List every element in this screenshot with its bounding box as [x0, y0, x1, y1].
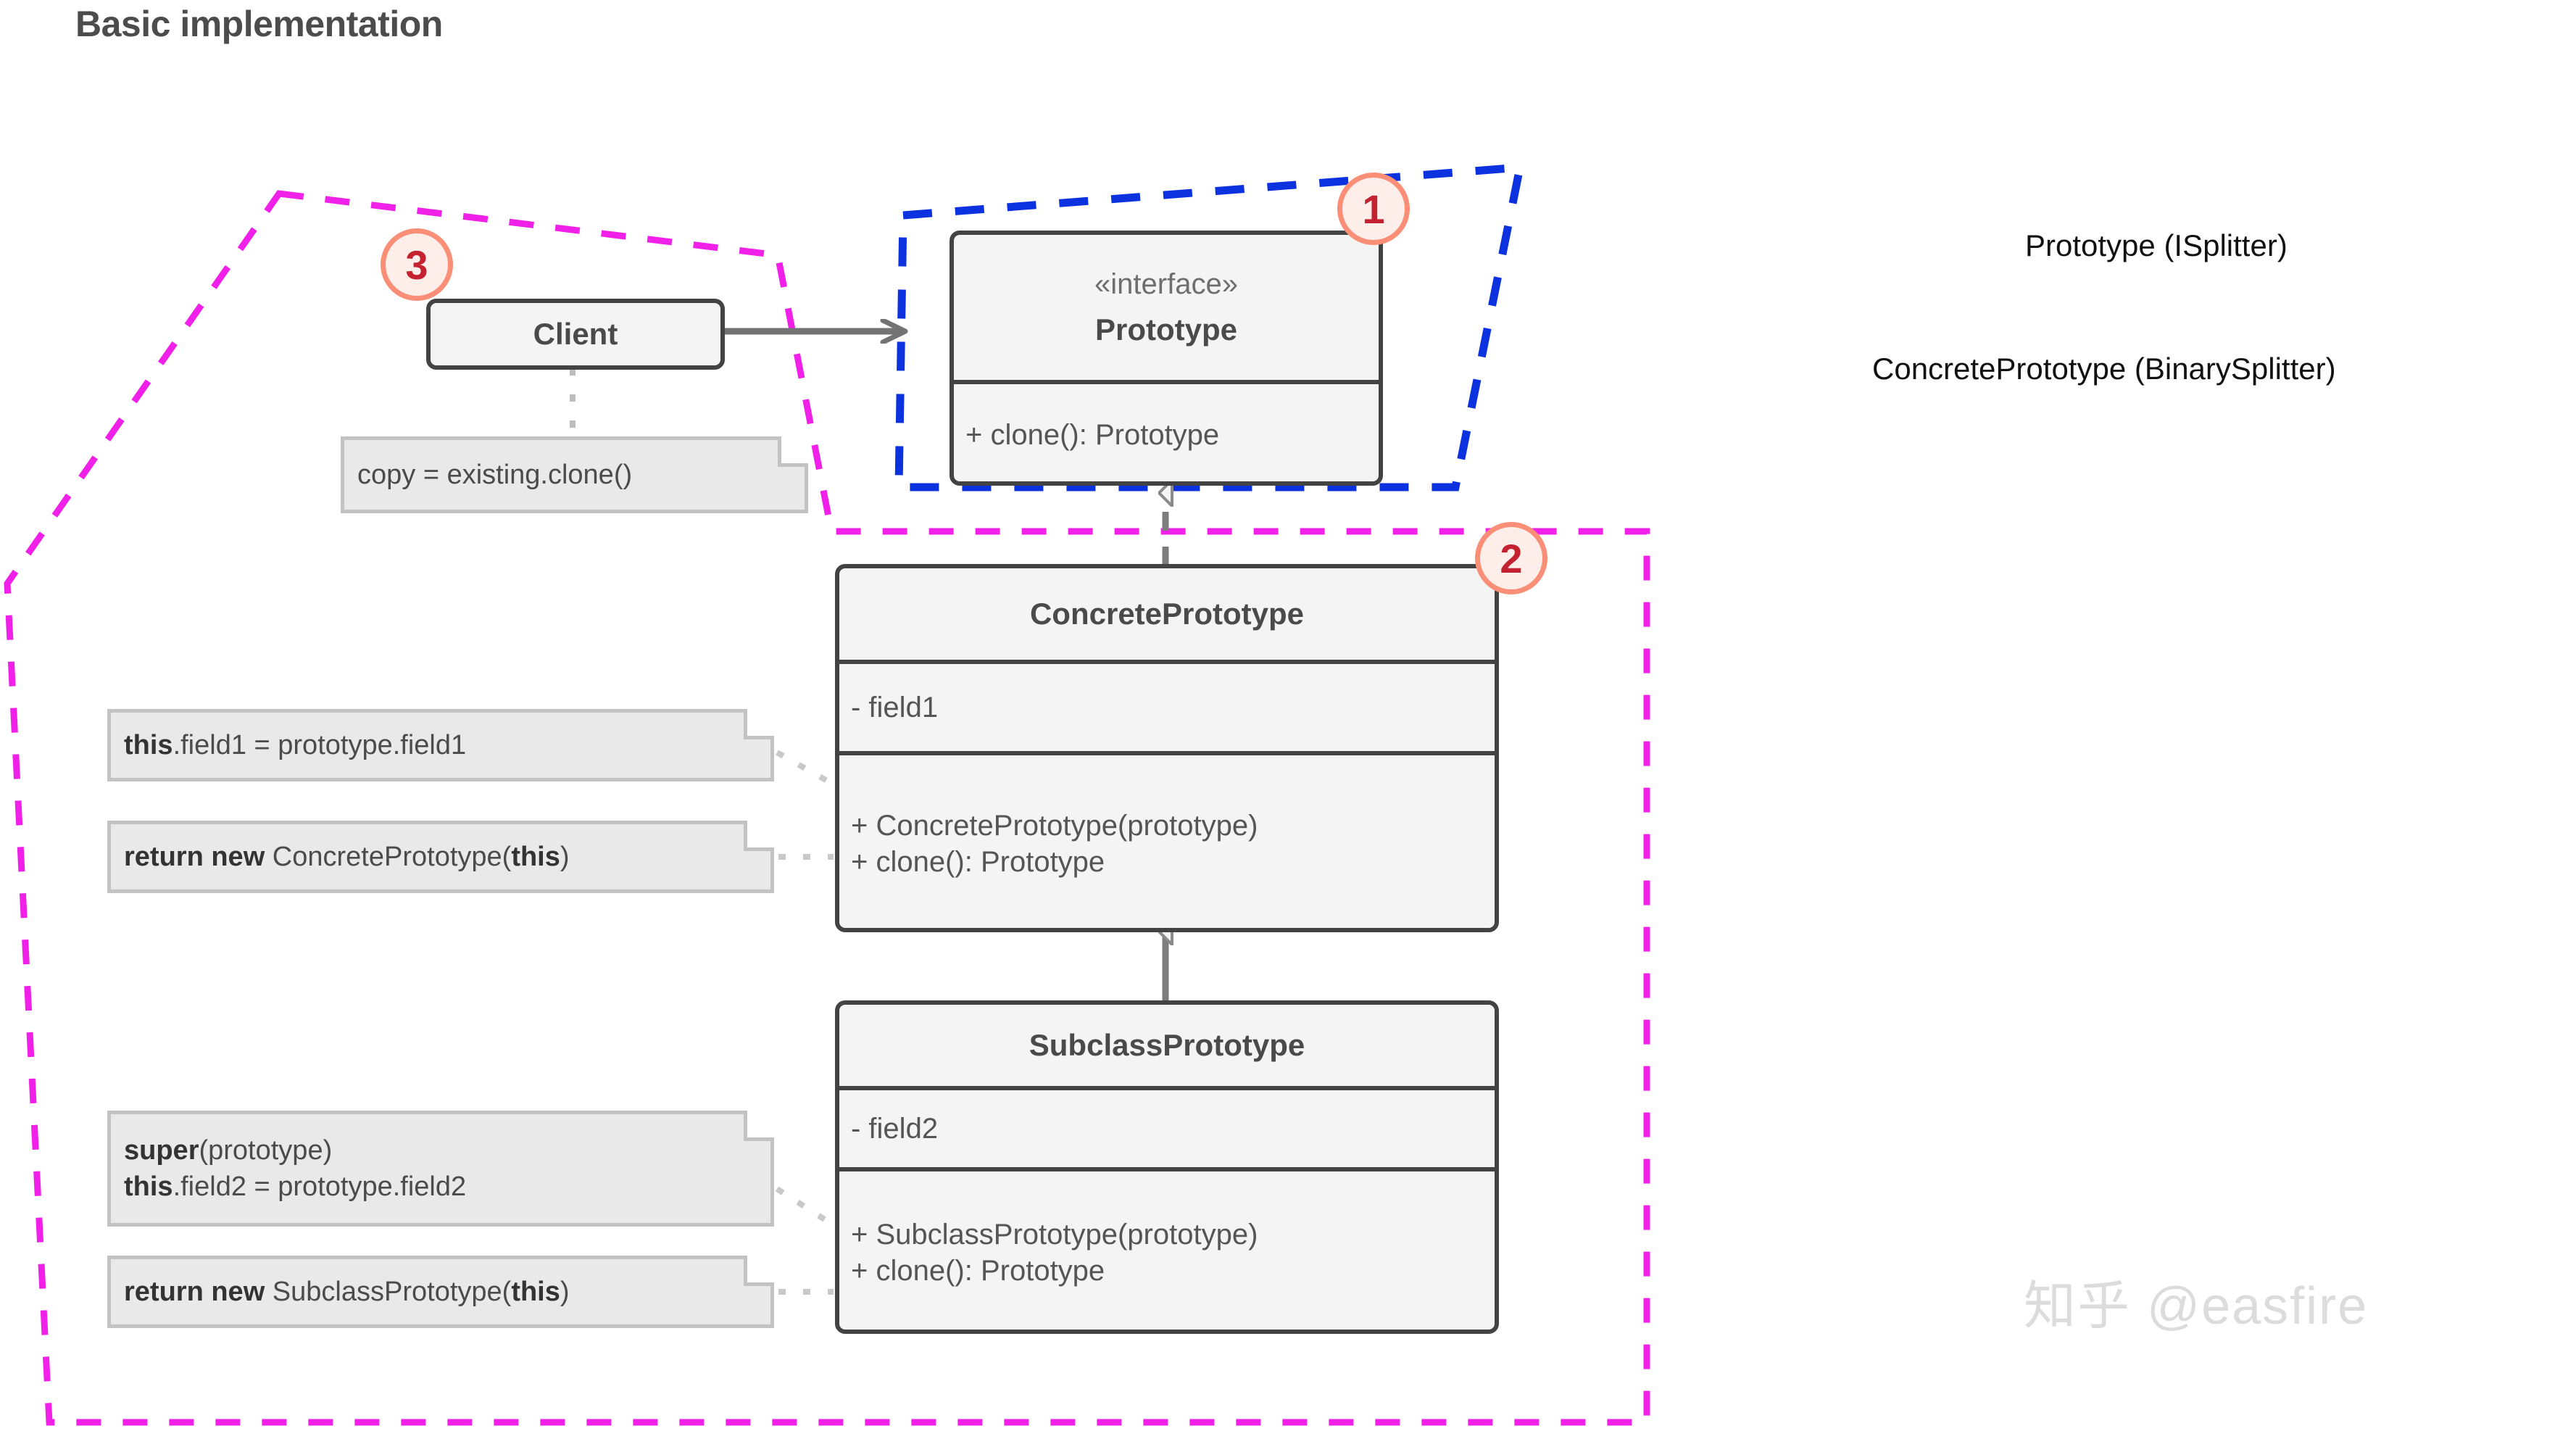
note-keyword: return new	[124, 841, 265, 872]
note-keyword: this	[124, 729, 173, 760]
page-title: Basic implementation	[75, 4, 443, 44]
note-text: ConcretePrototype(	[265, 841, 512, 872]
class-attribute: - field2	[851, 1112, 939, 1145]
note-line: this.field1 = prototype.field1	[124, 727, 757, 763]
class-section-attributes: - field1	[839, 660, 1495, 751]
note-fold-corner	[744, 1256, 774, 1286]
class-stereotype-prototype: «interface»	[1094, 268, 1238, 301]
note-keyword-2: this	[511, 1276, 560, 1307]
class-box-concrete-prototype[interactable]: ConcretePrototype - field1 + ConcretePro…	[835, 564, 1499, 932]
note-text: copy = existing.clone()	[357, 459, 633, 490]
badge-marker-3[interactable]: 3	[381, 228, 453, 301]
class-name-concrete-prototype: ConcretePrototype	[1029, 597, 1305, 631]
class-operation: + SubclassPrototype(prototype)	[851, 1218, 1258, 1250]
badge-marker-1[interactable]: 1	[1337, 173, 1410, 245]
class-box-client[interactable]: Client	[426, 299, 725, 370]
class-section-attributes: - field2	[839, 1086, 1495, 1167]
badge-marker-2[interactable]: 2	[1475, 522, 1547, 594]
class-section-name: SubclassPrototype	[839, 1005, 1495, 1086]
watermark-easfire: 知乎 @easfire	[2024, 1277, 2369, 1335]
note-fold-corner	[744, 709, 774, 739]
note-line: this.field2 = prototype.field2	[124, 1169, 757, 1205]
note-line: copy = existing.clone()	[357, 457, 792, 493]
note-subclass-constructor: super(prototype) this.field2 = prototype…	[107, 1111, 774, 1227]
note-fold-corner	[744, 1111, 774, 1141]
class-name-client: Client	[533, 317, 618, 352]
note-text: SubclassPrototype(	[265, 1276, 512, 1307]
class-box-prototype[interactable]: «interface» Prototype + clone(): Prototy…	[950, 231, 1383, 486]
group-outline-magenta	[4, 190, 1650, 1426]
note-text-2: )	[560, 1276, 570, 1307]
group-outline-blue	[894, 162, 1525, 491]
class-section-operations: + clone(): Prototype	[954, 380, 1379, 486]
class-section-name: «interface» Prototype	[954, 235, 1379, 380]
class-box-subclass-prototype[interactable]: SubclassPrototype - field2 + SubclassPro…	[835, 1000, 1499, 1334]
leader-subclass-ctor-note	[775, 1186, 836, 1228]
annotation-prototype-mapping: Prototype (ISplitter)	[2025, 228, 2288, 262]
note-keyword: this	[124, 1171, 173, 1202]
class-operation: + clone(): Prototype	[965, 418, 1220, 451]
note-subclass-clone-return: return new SubclassPrototype(this)	[107, 1256, 774, 1328]
class-operation: + clone(): Prototype	[851, 846, 1105, 878]
leader-concrete-field-note	[776, 750, 835, 787]
note-text: .field2 = prototype.field2	[173, 1171, 467, 1202]
class-operation: + clone(): Prototype	[851, 1255, 1105, 1287]
note-text: .field1 = prototype.field1	[173, 729, 467, 760]
annotation-concrete-mapping: ConcretePrototype (BinarySplitter)	[1872, 352, 2336, 386]
class-operation: + ConcretePrototype(prototype)	[851, 809, 1258, 842]
note-keyword-2: this	[511, 841, 560, 872]
note-keyword: return new	[124, 1276, 265, 1307]
note-fold-corner	[778, 436, 808, 467]
note-line: return new SubclassPrototype(this)	[124, 1274, 757, 1310]
note-line: return new ConcretePrototype(this)	[124, 839, 757, 875]
class-attribute: - field1	[851, 691, 939, 723]
note-client: copy = existing.clone()	[341, 436, 808, 513]
note-keyword: super	[124, 1135, 199, 1166]
note-concrete-field-assignment: this.field1 = prototype.field1	[107, 709, 774, 781]
note-text-2: )	[560, 841, 570, 872]
class-section-operations: + ConcretePrototype(prototype) + clone()…	[839, 751, 1495, 932]
class-section-name: Client	[431, 303, 720, 365]
class-name-subclass-prototype: SubclassPrototype	[1029, 1028, 1305, 1063]
note-line: super(prototype)	[124, 1132, 757, 1169]
note-text: (prototype)	[199, 1135, 333, 1166]
class-name-prototype: Prototype	[1094, 312, 1237, 347]
class-section-operations: + SubclassPrototype(prototype) + clone()…	[839, 1167, 1495, 1334]
note-fold-corner	[744, 821, 774, 851]
class-section-name: ConcretePrototype	[839, 568, 1495, 660]
note-concrete-clone-return: return new ConcretePrototype(this)	[107, 821, 774, 893]
